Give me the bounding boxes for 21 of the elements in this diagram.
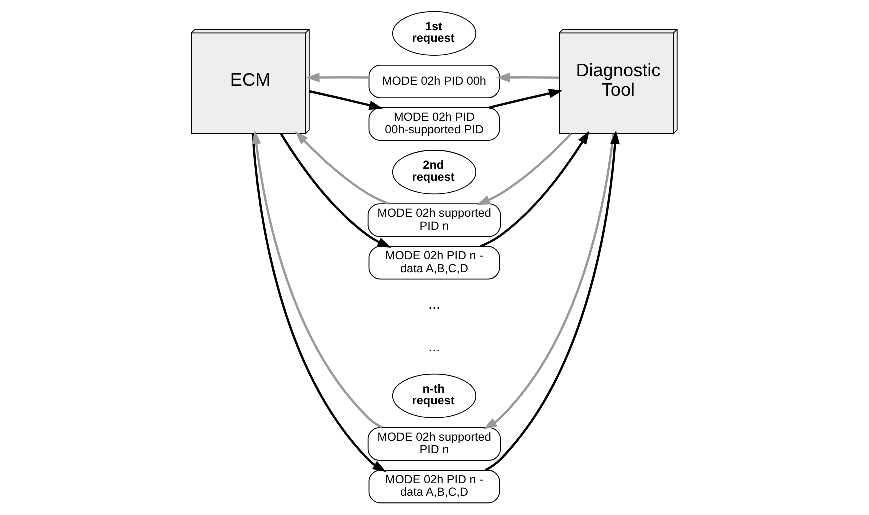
label: ... (428, 340, 441, 356)
arrow (309, 90, 384, 110)
node-box: MODE 02h PID 00h-supported PID (368, 108, 500, 142)
arrow (496, 72, 560, 82)
node-box: MODE 02h supported PID n (368, 204, 502, 238)
node-ellipse: n-th request (392, 374, 477, 418)
node-ellipse: 1st request (392, 11, 477, 56)
arrow (480, 130, 590, 248)
label: ... (428, 296, 441, 313)
node-box: MODE 02h PID 00h (368, 64, 500, 98)
arrow (484, 134, 615, 430)
arrow (252, 134, 387, 472)
node-box: MODE 02h PID n - data A,B,C,D (368, 470, 500, 504)
node-box: MODE 02h PID n - data A,B,C,D (368, 246, 500, 280)
arrow (295, 131, 390, 206)
arrow (280, 133, 392, 248)
arrow (476, 133, 572, 206)
node-box: MODE 02h supported PID n (368, 427, 502, 461)
arrow (252, 130, 383, 429)
node-ellipse: 2nd request (392, 150, 477, 195)
arrow (306, 72, 370, 82)
